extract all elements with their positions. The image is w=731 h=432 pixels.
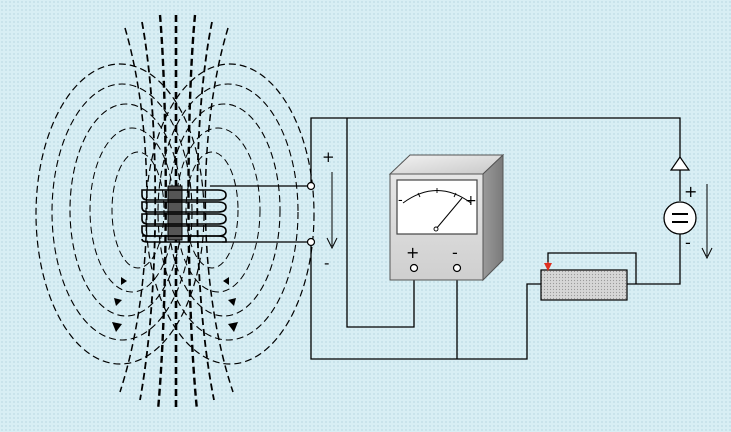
- iron-core: [167, 185, 183, 241]
- solenoid-coil: [141, 181, 316, 247]
- meter-scale-negative-label: -: [398, 193, 403, 208]
- meter-negative-terminal-label: -: [452, 243, 458, 262]
- battery-positive-label: +: [684, 182, 697, 201]
- meter-positive-terminal: [409, 263, 419, 273]
- coil-positive-label: +: [322, 148, 335, 166]
- coil-leads: [210, 185, 308, 243]
- meter-needle-pivot: [433, 226, 439, 232]
- meter-positive-terminal-label: +: [406, 243, 419, 262]
- arrow-down-icon: [701, 247, 713, 260]
- circuit-wires: [310, 117, 681, 360]
- battery-negative-label: -: [685, 233, 691, 252]
- slider-contact-icon: [544, 262, 552, 271]
- coil-terminal-top: [306, 181, 316, 191]
- field-direction-arrows: [112, 277, 238, 332]
- arrow-icon: [228, 322, 238, 332]
- battery-voltage-arrow: [701, 184, 713, 260]
- arrow-icon: [228, 298, 236, 306]
- rheostat: [540, 262, 628, 301]
- central-field-lines: [119, 14, 234, 411]
- coil-windings: [141, 189, 227, 243]
- battery: + -: [663, 155, 713, 260]
- meter-scale-positive-label: +: [465, 193, 477, 209]
- arrow-icon: [112, 322, 122, 332]
- arrow-down-icon: [326, 237, 338, 250]
- meter-needle: [435, 197, 463, 230]
- triangle-marker-icon: [669, 155, 691, 171]
- meter-dial-window: [396, 179, 478, 235]
- resistor-body: [540, 269, 628, 301]
- coil-terminal-bottom: [306, 237, 316, 247]
- meter-scale: [402, 188, 472, 204]
- battery-circle: [663, 201, 697, 235]
- meter-negative-terminal: [452, 263, 462, 273]
- meter-side-face: [482, 153, 504, 282]
- arrow-icon: [223, 277, 229, 285]
- coil-negative-label: -: [324, 254, 329, 272]
- voltmeter: - + + -: [388, 153, 505, 282]
- arrow-icon: [114, 298, 122, 306]
- arrow-icon: [121, 277, 127, 285]
- coil-voltage-arrow: [326, 172, 338, 250]
